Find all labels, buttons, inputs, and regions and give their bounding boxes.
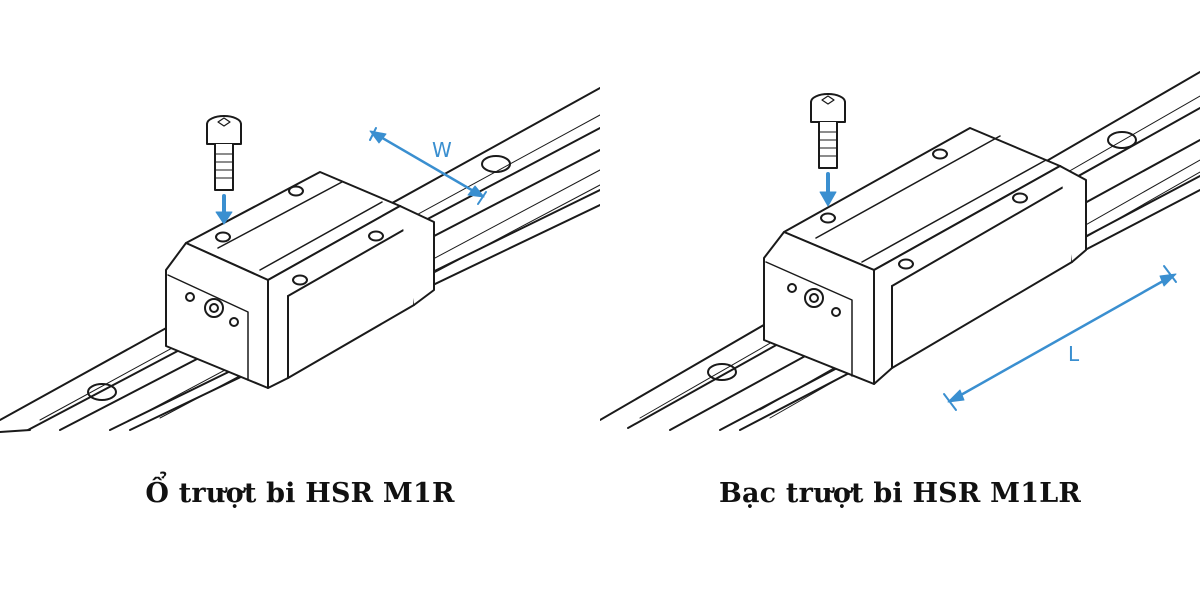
hsr-m1lr-illustration — [600, 71, 1200, 431]
width-dimension — [369, 127, 487, 205]
cap-screw-icon — [206, 115, 242, 191]
arrow-down-icon — [819, 172, 837, 207]
dimension-label-w: W — [432, 138, 452, 162]
caption-hsr-m1lr: Bạc trượt bi HSR M1LR — [718, 478, 1082, 509]
panel-hsr-m1lr: L Bạc trượt bi HSR M1LR — [600, 0, 1200, 600]
caption-hsr-m1r: Ổ trượt bi HSR M1R — [145, 478, 455, 509]
arrow-down-icon — [215, 194, 233, 225]
slider-block-icon — [763, 127, 1087, 385]
cap-screw-icon — [810, 93, 846, 169]
panel-hsr-m1r: W Ổ trượt bi HSR M1R — [0, 87, 600, 509]
hsr-m1r-illustration — [0, 87, 600, 433]
slider-block-icon — [165, 171, 435, 389]
length-dimension — [943, 265, 1177, 411]
dimension-label-l: L — [1068, 342, 1080, 366]
